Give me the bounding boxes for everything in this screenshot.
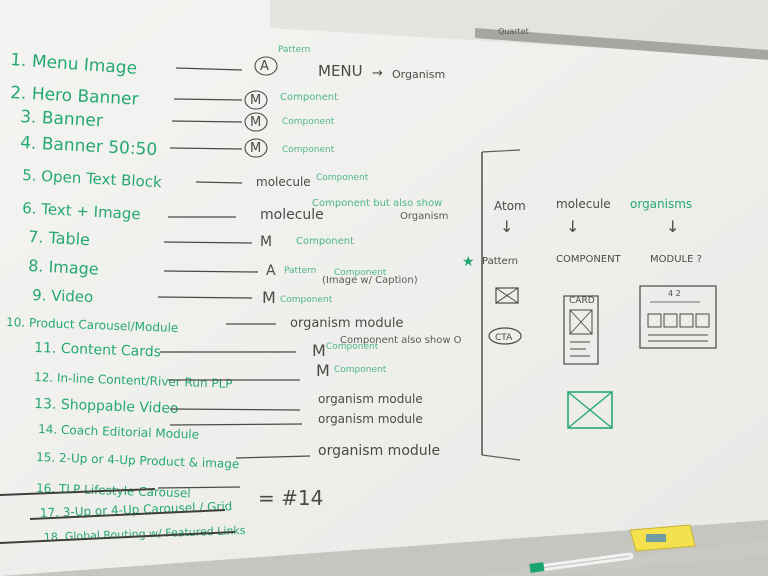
list-item: 14. Coach Editorial Module [38, 422, 199, 442]
list-item: 8. Image [28, 256, 99, 279]
connector-line [169, 423, 303, 426]
note-text: organism module [318, 443, 440, 459]
note-text: organism module [318, 412, 423, 426]
list-item: 9. Video [32, 286, 94, 306]
list-item: 11. Content Cards [34, 340, 161, 360]
arrow-molecule: ↓ [566, 217, 579, 236]
circle-mark [244, 90, 268, 110]
row-pattern: Pattern [482, 256, 518, 267]
note-text: M [250, 115, 261, 130]
header-organisms: organisms [630, 197, 692, 211]
green-note: Component [296, 236, 354, 247]
note-text: organism module [290, 316, 403, 331]
note-text: molecule [256, 175, 311, 189]
note-text: M [260, 234, 272, 250]
menu-organism-note: MENU → Organism [318, 62, 445, 81]
arrow-note: → [372, 66, 383, 81]
module-label: 4 2 [668, 289, 681, 298]
green-image-sketch [567, 391, 613, 429]
note-text: M [316, 361, 330, 380]
circle-mark [244, 138, 268, 158]
green-note: Organism [400, 211, 448, 222]
list-item: 7. Table [28, 227, 91, 249]
green-note: Component also show O [340, 335, 462, 346]
list-item: 3. Banner [20, 107, 104, 131]
note-text: M [262, 288, 276, 307]
list-item: 13. Shoppable Video [34, 396, 179, 417]
connector-line [163, 241, 253, 244]
header-atom: Atom [494, 199, 526, 213]
menu-note: MENU [318, 62, 363, 80]
connector-line [195, 181, 243, 184]
molecule-card-sketch: CARD [563, 295, 599, 365]
green-notes: PatternComponentComponentComponentCompon… [278, 45, 462, 375]
atom-cta-sketch: CTA [488, 327, 522, 345]
equals-14-note: = #14 [258, 486, 323, 510]
green-note: Component [280, 92, 338, 103]
green-note: Component [316, 173, 369, 183]
note-text: A [260, 59, 269, 74]
row-component: COMPONENT [556, 254, 622, 265]
green-note: Component [326, 342, 379, 352]
note-text: M [312, 341, 326, 360]
green-note: Component [334, 365, 387, 375]
organism-note: Organism [392, 68, 445, 81]
eraser [629, 524, 696, 552]
header-molecule: molecule [556, 197, 611, 211]
connector-line [163, 270, 259, 273]
atom-image-sketch [495, 287, 519, 304]
note-text: molecule [260, 207, 324, 223]
marker [529, 552, 634, 573]
top-frame [475, 28, 768, 60]
card-label: CARD [569, 296, 595, 306]
organism-module-sketch: 4 2 [639, 285, 717, 349]
green-note: Component [282, 117, 335, 127]
arrow-atom: ↓ [500, 217, 513, 236]
note-text: M [250, 141, 261, 156]
row-module: MODULE ? [650, 254, 702, 265]
connector-line [175, 67, 243, 71]
list-item: 10. Product Carousel/Module [6, 315, 179, 335]
connector-line [157, 486, 241, 489]
green-note: Component [280, 295, 333, 305]
note-text: A [266, 263, 276, 279]
strike-lines [0, 488, 236, 544]
green-note: Component [282, 145, 335, 155]
list-item: 12. In-line Content/River Run PLP [34, 370, 233, 391]
connector-line [169, 408, 301, 411]
note-text: M [250, 93, 261, 108]
note-text: organism module [318, 392, 423, 406]
circle-mark [244, 112, 268, 132]
connector-line [169, 147, 243, 150]
board-brand-label: Quartet [498, 27, 529, 36]
green-note: Pattern [284, 266, 316, 276]
connector-line [173, 98, 243, 101]
cta-label: CTA [495, 333, 513, 343]
atomic-design-diagram: Atom molecule organisms ↓ ↓ ↓ ★ Pattern … [462, 149, 717, 461]
connector-lines [157, 67, 311, 489]
list-item: 17. 3-Up or 4-Up Carousel / Grid [40, 499, 233, 520]
star-mark: ★ [462, 254, 475, 270]
green-note: Pattern [278, 45, 310, 55]
connector-line [235, 455, 311, 459]
green-note: Component but also show [312, 198, 442, 209]
connector-line [171, 120, 243, 123]
green-note: Component [334, 268, 387, 278]
circle-mark [254, 56, 278, 76]
connector-line [157, 296, 253, 299]
arrow-organisms: ↓ [666, 217, 679, 236]
green-note: (Image w/ Caption) [322, 275, 418, 286]
